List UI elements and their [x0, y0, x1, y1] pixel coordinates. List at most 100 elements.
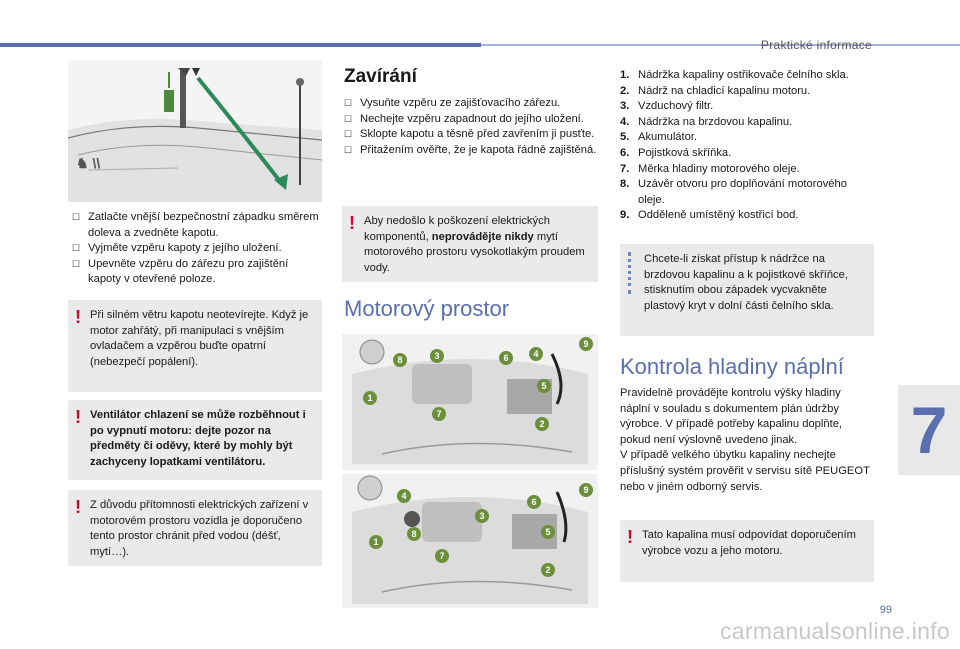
component-number: 5. — [620, 131, 630, 144]
svg-text:4: 4 — [401, 491, 406, 501]
callout-badge-2: 2 — [535, 417, 549, 431]
engine-diagram-2: 4 6 9 3 5 1 8 7 2 — [342, 474, 598, 608]
component-item: 9. Odděleně umístěný kostřicí bod. — [620, 208, 874, 224]
closing-title: Zavírání — [344, 66, 417, 87]
component-item: 3. Vzduchový filtr. — [620, 99, 874, 115]
svg-text:6: 6 — [531, 497, 536, 507]
info-icon — [628, 252, 634, 294]
callout-badge-2: 2 — [541, 563, 555, 577]
component-number: 1. — [620, 69, 630, 81]
step-item: Upevněte vzpěru do zářezu pro zajištění … — [72, 257, 322, 288]
component-label: Akumulátor. — [638, 131, 698, 144]
step-item: Vysuňte vzpěru ze zajišťovacího zářezu. — [344, 96, 600, 112]
callout-badge-1: 1 — [369, 535, 383, 549]
component-number: 7. — [620, 162, 630, 175]
svg-text:♞ \\: ♞ \\ — [76, 155, 100, 171]
chapter-tab: 7 — [898, 385, 960, 475]
warning-pressure-wash: ! Aby nedošlo k poškození elektrických k… — [342, 206, 598, 282]
component-number: 4. — [620, 115, 630, 128]
component-item: 5. Akumulátor. — [620, 130, 874, 146]
opening-steps: Zatlačte vnější bezpečnostní západku smě… — [72, 210, 322, 288]
component-label: Nádržka kapaliny ostřikovače čelního skl… — [638, 69, 849, 81]
component-label: Nádrž na chladicí kapalinu motoru. — [638, 84, 811, 97]
info-access-note: Chcete-li získat přístup k nádržce na br… — [620, 244, 874, 336]
callout-badge-5: 5 — [541, 525, 555, 539]
component-number: 6. — [620, 146, 630, 159]
page-number: 99 — [879, 604, 892, 616]
step-item: Přitažením ověřte, že je kapota řádně za… — [344, 143, 600, 159]
callout-badge-3: 3 — [475, 509, 489, 523]
callout-badge-1: 1 — [363, 391, 377, 405]
callout-badge-6: 6 — [499, 351, 513, 365]
closing-steps: Vysuňte vzpěru ze zajišťovacího zářezu. … — [344, 96, 600, 158]
component-label: Uzávěr otvoru pro doplňování motorového … — [638, 178, 847, 206]
warning-text: Z důvodu přítomnosti elektrických zaříze… — [90, 499, 309, 558]
svg-text:5: 5 — [545, 527, 550, 537]
callout-badge-7: 7 — [432, 407, 446, 421]
component-list: 1. Nádržka kapaliny ostřikovače čelního s… — [620, 68, 874, 224]
warning-fluid-spec: ! Tato kapalina musí odpovídat doporučen… — [620, 520, 874, 582]
component-label: Měrka hladiny motorového oleje. — [638, 162, 800, 175]
warning-icon: ! — [75, 407, 81, 427]
svg-text:1: 1 — [373, 537, 378, 547]
svg-text:5: 5 — [541, 381, 546, 391]
callout-badge-8: 8 — [407, 527, 421, 541]
component-label: Nádržka na brzdovou kapalinu. — [638, 115, 793, 128]
callout-badge-3: 3 — [430, 349, 444, 363]
svg-text:6: 6 — [503, 353, 508, 363]
header-bar-thin — [481, 44, 960, 46]
component-number: 8. — [620, 178, 630, 191]
component-item: 4. Nádržka na brzdovou kapalinu. — [620, 115, 874, 131]
svg-text:9: 9 — [583, 339, 588, 349]
component-item: 1. Nádržka kapaliny ostřikovače čelního s… — [620, 68, 874, 84]
svg-text:9: 9 — [583, 485, 588, 495]
callout-badge-9: 9 — [579, 483, 593, 497]
warning-text: Aby nedošlo k poškození elektrických kom… — [364, 215, 585, 274]
callout-badge-9: 9 — [579, 337, 593, 351]
svg-text:3: 3 — [434, 351, 439, 361]
warning-fan: ! Ventilátor chlazení se může rozběhnout… — [68, 400, 322, 480]
step-item: Nechejte vzpěru zapadnout do jejího ulož… — [344, 112, 600, 128]
callout-badge-6: 6 — [527, 495, 541, 509]
warning-icon: ! — [75, 497, 81, 517]
step-item: Sklopte kapotu a těsně před zavřením ji … — [344, 127, 600, 143]
warning-text: Při silném větru kapotu neotevírejte. Kd… — [90, 309, 309, 368]
fluid-level-title: Kontrola hladiny náplní — [620, 354, 844, 379]
component-item: 8. Uzávěr otvoru pro doplňování motorovéh… — [620, 177, 874, 208]
step-item: Zatlačte vnější bezpečnostní západku smě… — [72, 210, 322, 241]
fluid-level-text: Pravidelně provádějte kontrolu výšky hla… — [620, 386, 874, 495]
svg-text:2: 2 — [539, 419, 544, 429]
component-label: Odděleně umístěný kostřicí bod. — [638, 209, 799, 222]
component-item: 2. Nádrž na chladicí kapalinu motoru. — [620, 84, 874, 100]
svg-text:3: 3 — [479, 511, 484, 521]
step-item: Vyjměte vzpěru kapoty z jejího uložení. — [72, 241, 322, 257]
svg-text:8: 8 — [411, 529, 416, 539]
component-number: 3. — [620, 100, 630, 113]
svg-text:1: 1 — [367, 393, 372, 403]
callout-badge-8: 8 — [393, 353, 407, 367]
header-bar — [0, 43, 481, 47]
component-number: 9. — [620, 209, 630, 222]
section-title: Praktické informace — [760, 38, 872, 52]
warning-text: Ventilátor chlazení se může rozběhnout i… — [90, 409, 306, 468]
warning-icon: ! — [349, 213, 355, 233]
warning-icon: ! — [627, 527, 633, 547]
chapter-number: 7 — [910, 393, 948, 467]
component-item: 7. Měrka hladiny motorového oleje. — [620, 162, 874, 178]
warning-text: Tato kapalina musí odpovídat doporučením… — [642, 529, 856, 557]
svg-text:2: 2 — [545, 565, 550, 575]
svg-text:7: 7 — [436, 409, 441, 419]
warning-water: ! Z důvodu přítomnosti elektrických zaří… — [68, 490, 322, 566]
callout-badge-4: 4 — [529, 347, 543, 361]
svg-text:7: 7 — [439, 551, 444, 561]
component-number: 2. — [620, 84, 630, 97]
component-label: Vzduchový filtr. — [638, 100, 714, 113]
warning-wind: ! Při silném větru kapotu neotevírejte. … — [68, 300, 322, 392]
engine-compartment-title: Motorový prostor — [344, 296, 510, 321]
paragraph: V případě velkého úbytku kapaliny nechej… — [620, 449, 870, 493]
paragraph: Pravidelně provádějte kontrolu výšky hla… — [620, 387, 843, 446]
engine-diagram-1: 8 3 6 4 9 5 1 7 2 — [342, 334, 598, 470]
watermark: carmanualsonline.info — [719, 618, 950, 644]
callout-badge-7: 7 — [435, 549, 449, 563]
callout-badge-4: 4 — [397, 489, 411, 503]
